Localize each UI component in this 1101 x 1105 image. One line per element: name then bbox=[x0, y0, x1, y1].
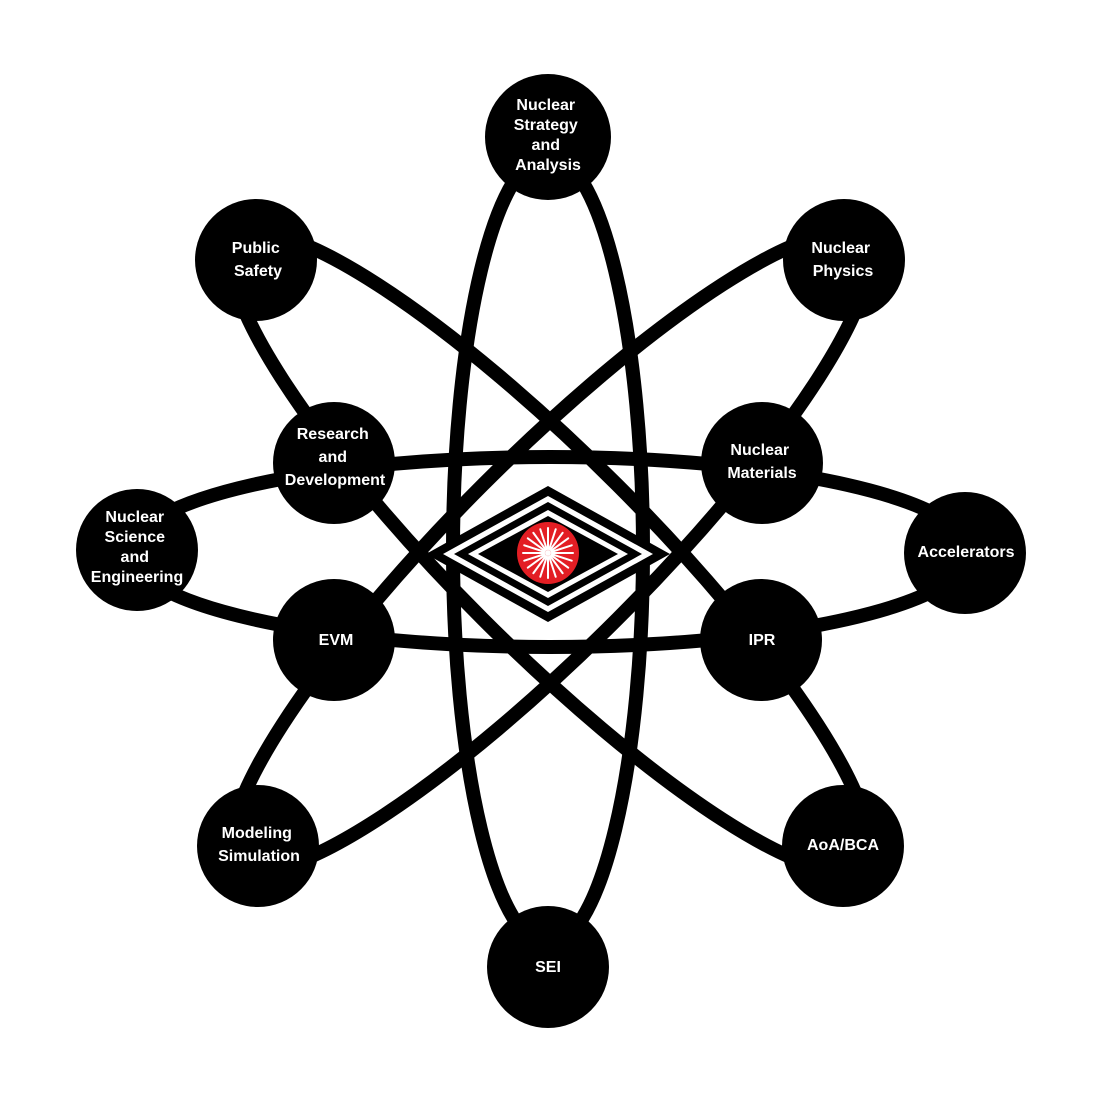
node-public-safety[interactable]: Public Safety bbox=[195, 199, 317, 321]
starburst-ray bbox=[526, 554, 546, 569]
node-label-line: Materials bbox=[727, 465, 796, 482]
node-label-line: and bbox=[319, 449, 347, 466]
node-label-line: Physics bbox=[813, 263, 874, 280]
svg-text:IPR: IPR bbox=[749, 632, 776, 649]
starburst-ray bbox=[549, 555, 564, 575]
svg-text:EVM: EVM bbox=[319, 632, 354, 649]
node-label-line: Public bbox=[232, 240, 280, 257]
svg-text:Nuclear Science: Nuclear Science and Engineering bbox=[91, 509, 183, 586]
svg-text:Nuclear Materials: Nuclear Materials bbox=[727, 442, 796, 482]
node-nuclear-science-engineering[interactable]: Nuclear Science and Engineering bbox=[76, 489, 198, 611]
starburst-ray bbox=[523, 544, 546, 553]
nucleus bbox=[426, 486, 670, 622]
starburst-ray bbox=[550, 544, 573, 553]
starburst-ray bbox=[550, 537, 570, 552]
node-label-line: Strategy bbox=[514, 117, 578, 134]
node-label-line: Nuclear bbox=[811, 240, 870, 257]
node-label-line: Development bbox=[285, 472, 386, 489]
node-nuclear-materials[interactable]: Nuclear Materials bbox=[701, 402, 823, 524]
starburst-ray bbox=[548, 555, 557, 578]
svg-text:Nuclear Physics: Nuclear Physics bbox=[811, 240, 874, 280]
node-label-line: Nuclear bbox=[730, 442, 789, 459]
node-label-line: Modeling bbox=[222, 825, 292, 842]
node-label-line: EVM bbox=[319, 632, 354, 649]
node-research-development[interactable]: Research and Development bbox=[273, 402, 395, 524]
starburst-ray bbox=[550, 553, 573, 562]
node-label-line: Accelerators bbox=[918, 544, 1015, 561]
starburst-ray bbox=[532, 555, 547, 575]
node-aoa-bca[interactable]: AoA/BCA bbox=[782, 785, 904, 907]
node-label-line: IPR bbox=[749, 632, 776, 649]
svg-text:SEI: SEI bbox=[535, 959, 561, 976]
node-nuclear-physics[interactable]: Nuclear Physics bbox=[783, 199, 905, 321]
node-label-line: Nuclear bbox=[516, 97, 575, 114]
svg-text:Public Safety: Public Safety bbox=[232, 240, 284, 280]
starburst-ray bbox=[548, 528, 557, 551]
node-evm[interactable]: EVM bbox=[273, 579, 395, 701]
starburst-ray bbox=[549, 531, 564, 551]
nodes: Nuclear Strategy and Analysis Public Saf… bbox=[76, 74, 1026, 1028]
node-label-line: Science bbox=[105, 529, 166, 546]
node-modeling-simulation[interactable]: Modeling Simulation bbox=[197, 785, 319, 907]
starburst-ray bbox=[539, 555, 548, 578]
node-sei[interactable]: SEI bbox=[487, 906, 609, 1028]
node-label-line: Nuclear bbox=[105, 509, 164, 526]
node-label-line: Simulation bbox=[218, 848, 300, 865]
starburst-ray bbox=[539, 528, 548, 551]
svg-text:Research and D: Research and Development bbox=[285, 426, 386, 489]
node-label-line: and bbox=[532, 137, 560, 154]
node-label-line: Safety bbox=[234, 263, 282, 280]
starburst-icon bbox=[517, 522, 579, 584]
svg-text:Modeling Simulation: Modeling Simulation bbox=[218, 825, 300, 865]
node-label-line: Analysis bbox=[515, 157, 581, 174]
starburst-ray bbox=[550, 554, 570, 569]
node-nuclear-strategy[interactable]: Nuclear Strategy and Analysis bbox=[485, 74, 611, 200]
svg-text:Nuclear Strategy: Nuclear Strategy and Analysis bbox=[514, 97, 582, 174]
starburst-ray bbox=[523, 553, 546, 562]
starburst-ray bbox=[532, 531, 547, 551]
node-label-line: AoA/BCA bbox=[807, 837, 879, 854]
node-accelerators[interactable]: Accelerators bbox=[904, 492, 1026, 614]
node-label-line: SEI bbox=[535, 959, 561, 976]
starburst-ray bbox=[526, 537, 546, 552]
node-label-line: Engineering bbox=[91, 569, 183, 586]
node-label-line: Research bbox=[297, 426, 369, 443]
svg-text:Accelerators: Accelerators bbox=[918, 544, 1015, 561]
svg-text:AoA/BCA: AoA/BCA bbox=[807, 837, 879, 854]
node-label-line: and bbox=[121, 549, 149, 566]
node-ipr[interactable]: IPR bbox=[700, 579, 822, 701]
